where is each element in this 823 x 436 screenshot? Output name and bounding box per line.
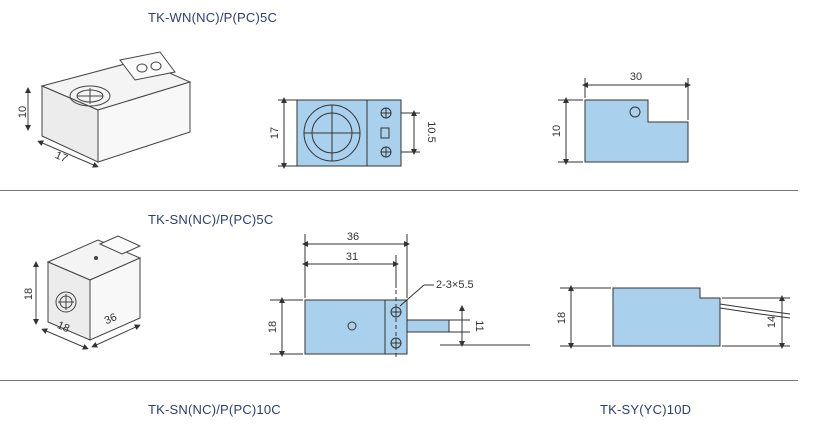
wn-front-view [278,97,420,169]
wn-iso-view [25,51,192,168]
sn-iso-w-label: 36 [103,311,119,327]
sn-front-cable-label: 11 [473,320,485,331]
wn-front-pitch-label: 10.5 [425,121,437,142]
sn-front-w2-label: 31 [346,251,358,263]
wn-iso-h-label: 10 [17,106,29,118]
section-title-sy-10d: TK-SY(YC)10D [600,402,692,417]
wn-side-w-label: 30 [630,71,642,83]
divider-bottom [0,380,798,381]
wn-front-h-label: 17 [269,127,281,139]
section-title-sn-5c: TK-SN(NC)/P(PC)5C [148,212,274,227]
sn-side-h-label: 18 [556,312,568,324]
wn-side-h-label: 10 [551,125,563,137]
sn-front-view [270,234,530,360]
sn-front-h-label: 18 [267,321,279,333]
sn-side-cable-label: 14 [766,316,778,328]
sn-front-w-label: 36 [347,231,359,243]
sn-iso-view [33,235,142,350]
sn-iso-h-label: 18 [23,288,35,300]
wn-side-view [558,78,691,165]
section-title-sn-10c: TK-SN(NC)/P(PC)10C [148,402,281,417]
wn-iso-w-label: 17 [53,149,69,165]
sn-side-view [560,285,791,349]
sn-front-hole-label: 2-3×5.5 [436,279,474,291]
section-title-wn: TK-WN(NC)/P(PC)5C [148,10,278,25]
divider-top [0,190,798,191]
sn-iso-d-label: 18 [55,319,71,335]
